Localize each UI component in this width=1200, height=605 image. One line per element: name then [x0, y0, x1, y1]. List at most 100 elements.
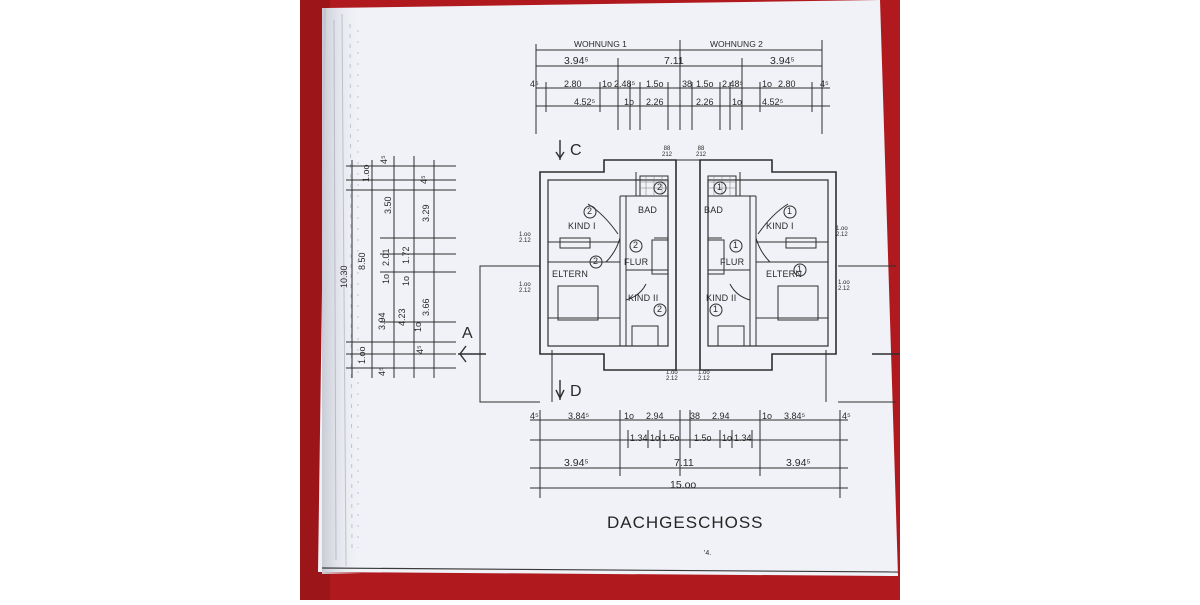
bottom-row3-dim: 3.94⁵: [564, 457, 589, 469]
paper-sheet: [318, 0, 898, 576]
top-row2-dim: 2.80: [564, 79, 582, 89]
top-row2-dim: 38: [682, 79, 693, 89]
top-dim-center: 7.11: [664, 55, 684, 67]
room-label-kind1-unit1: KIND I: [568, 221, 596, 231]
bottom-row2-dim: 1o: [650, 433, 661, 443]
roof-outlines: [479, 265, 896, 403]
bottom-row1-dim: 1o: [624, 411, 635, 421]
left-dim-total: 10.30: [339, 265, 349, 288]
bottom-row1-dim: 1o: [762, 411, 773, 421]
left-dim-c: 1o: [413, 321, 423, 332]
top-dimension-lines: [535, 40, 830, 134]
bottom-row1-dim: 4⁵: [530, 411, 539, 421]
left-dim-b: 1o: [381, 273, 391, 284]
top-row3-dim: 2.26: [696, 97, 714, 107]
top-row2-dim: 1o: [602, 79, 613, 89]
paper-left-grey-edge: [322, 8, 362, 574]
left-dim-b: 3.50: [383, 196, 393, 214]
bottom-row3-dim: 3.94⁵: [786, 457, 811, 469]
bottom-row1-dim: 2.94: [646, 411, 664, 421]
left-dim-b: 4⁵: [377, 367, 387, 376]
top-row2-dim: 1.5o: [646, 79, 664, 89]
bottom-row2-dim: 1.5o: [662, 433, 680, 443]
room-number: 1: [713, 304, 719, 314]
room-number: 1: [717, 182, 723, 192]
room-number: 2: [657, 182, 663, 192]
top-row2-dim: 1o: [762, 79, 773, 89]
left-dimension-lines: [346, 156, 456, 378]
top-row2-dim: 4⁵: [530, 79, 539, 89]
room-label-flur-unit1: FLUR: [624, 257, 649, 267]
section-markers: [458, 140, 900, 400]
section-label-a: A: [462, 325, 473, 342]
left-dim-c: 1o: [401, 275, 411, 286]
top-row3-dim: 4.52⁵: [762, 97, 784, 107]
top-row3-dim: 1o: [624, 97, 635, 107]
paper-bottom-line: [321, 567, 899, 573]
room-number: 1: [787, 206, 793, 216]
left-dim-b: 4.23: [397, 308, 407, 326]
left-dim-a: 3.94: [377, 312, 387, 330]
level-note: 1.oo 2.12: [519, 282, 531, 295]
room-number: 2: [657, 304, 663, 314]
bottom-total-dim: 15.oo: [670, 479, 697, 491]
left-dim-bottom-mark: 4⁵: [415, 345, 425, 354]
bottom-row2-dim: 1.34: [630, 433, 648, 443]
corner-mark: '4.: [704, 550, 712, 557]
left-dim-d: 3.66: [421, 298, 431, 316]
left-dim-b: 4⁵: [379, 155, 389, 164]
interior-walls-unit1: [548, 172, 669, 347]
level-note: 1.oo 2.12: [836, 226, 848, 239]
bathroom-tiles: [640, 176, 736, 196]
sheet-title: DACHGESCHOSS: [607, 513, 764, 532]
left-dim-top-mark: 4⁵: [419, 175, 429, 184]
room-number: 2: [587, 206, 593, 216]
top-row3-dim: 2.26: [646, 97, 664, 107]
bottom-dimension-lines: [530, 410, 848, 498]
photocopy-noise: [333, 13, 359, 567]
level-tag: 88 212: [696, 146, 707, 159]
room-number-circles: [583, 181, 807, 317]
left-dim-b: 2.01: [381, 248, 391, 266]
level-tag: 88 212: [662, 146, 673, 159]
level-note: 1.oo 2.12: [838, 280, 850, 293]
bottom-row2-dim: 1.34: [734, 433, 752, 443]
top-row2-dim: 2.48⁵: [722, 79, 744, 89]
room-label-bad-unit1: BAD: [638, 205, 658, 215]
level-note: 1.oo 2.12: [519, 232, 531, 245]
room-label-kind2-unit2: KIND II: [706, 293, 737, 303]
section-label-d: D: [570, 383, 582, 400]
level-tag: 1.oo 2.12: [666, 370, 678, 383]
room-number: 1: [733, 240, 739, 250]
top-row2-dim: 4⁵: [820, 79, 829, 89]
bottom-row2-dim: 1o: [722, 433, 733, 443]
room-label-eltern-unit1: ELTERN: [552, 269, 589, 279]
room-number: 1: [797, 264, 803, 274]
bottom-row1-dim: 3.84⁵: [568, 411, 590, 421]
header-wohnung-2: WOHNUNG 2: [710, 39, 763, 49]
room-label-kind1-unit2: KIND I: [766, 221, 794, 231]
room-number: 2: [633, 240, 639, 250]
room-label-bad-unit2: BAD: [704, 205, 724, 215]
bottom-row1-dim: 3.84⁵: [784, 411, 806, 421]
top-dim-right: 3.94⁵: [770, 55, 795, 67]
left-dim-d: 3.29: [421, 204, 431, 222]
left-dim-c: 1.72: [401, 246, 411, 264]
top-row2-dim: 1.5o: [696, 79, 714, 89]
top-row3-dim: 4.52⁵: [574, 97, 596, 107]
bottom-row2-dim: 1.5o: [694, 433, 712, 443]
room-label-kind2-unit1: KIND II: [628, 293, 659, 303]
left-dim-sub: 8.50: [357, 252, 367, 270]
bottom-row1-dim: 38: [690, 411, 701, 421]
section-label-c: C: [570, 142, 582, 159]
top-row2-dim: 2.48⁵: [614, 79, 636, 89]
bottom-row3-dim: 7.11: [674, 457, 694, 469]
bottom-row1-dim: 2.94: [712, 411, 730, 421]
left-dim-a: 1.oo: [357, 346, 367, 364]
level-tag: 1.oo 2.12: [698, 370, 710, 383]
bottom-row1-dim: 4⁵: [842, 411, 851, 421]
room-label-eltern-unit2: ELTERN: [766, 269, 803, 279]
room-label-flur-unit2: FLUR: [720, 257, 745, 267]
